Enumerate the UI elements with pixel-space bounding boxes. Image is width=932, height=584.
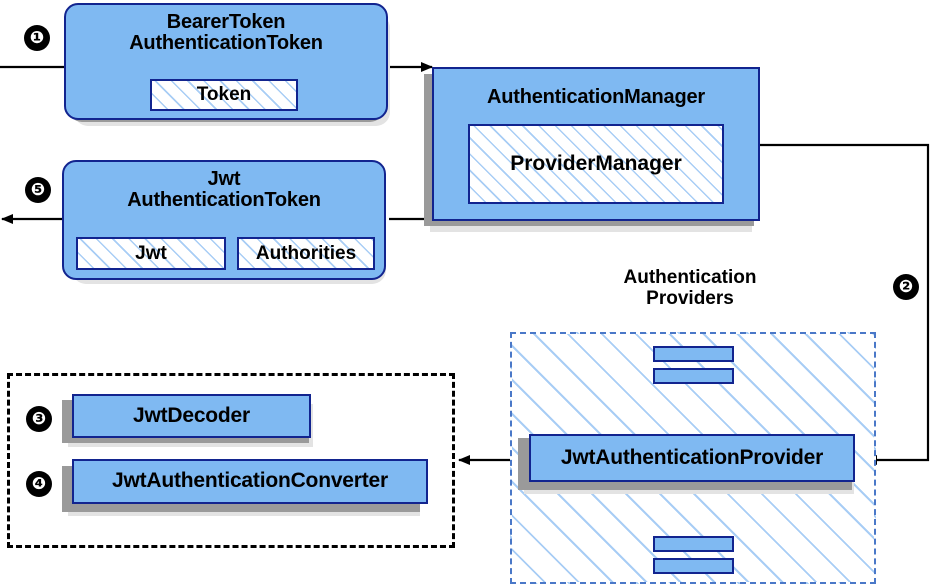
step-marker-3: ❸: [26, 406, 52, 432]
jwt-decoder-label: JwtDecoder: [132, 403, 251, 427]
provider-bar-bottom-1: [653, 536, 734, 552]
slot-jwt: Jwt: [76, 237, 226, 270]
provider-bar-bottom-2: [653, 558, 734, 574]
step-marker-2: ❷: [893, 274, 919, 300]
jwt-token-label-line1: Jwt: [207, 168, 241, 190]
step-marker-1: ❶: [24, 25, 50, 51]
node-jwt-decoder[interactable]: JwtDecoder: [72, 394, 311, 438]
bearer-token-label-line2: AuthenticationToken: [129, 32, 323, 55]
step-marker-5: ❺: [25, 177, 51, 203]
slot-provider-manager: ProviderManager: [468, 124, 724, 204]
node-jwt-authentication-provider[interactable]: JwtAuthenticationProvider: [529, 434, 855, 482]
provider-bar-top-2: [653, 368, 734, 384]
jwt-support-group-container: [7, 373, 455, 548]
slot-authorities: Authorities: [237, 237, 375, 270]
jwt-token-label-line2: AuthenticationToken: [127, 189, 321, 212]
jwt-authentication-provider-label: JwtAuthenticationProvider: [560, 445, 824, 469]
provider-bar-top-1: [653, 346, 734, 362]
node-jwt-authentication-converter[interactable]: JwtAuthenticationConverter: [72, 459, 428, 504]
slot-token: Token: [150, 79, 298, 111]
jwt-authentication-converter-label: JwtAuthenticationConverter: [112, 469, 388, 493]
authentication-manager-label: AuthenticationManager: [486, 86, 706, 108]
step-marker-4: ❹: [26, 471, 52, 497]
bearer-token-label-line1: BearerToken: [166, 11, 286, 33]
authentication-providers-caption: Authentication Providers: [623, 267, 757, 309]
